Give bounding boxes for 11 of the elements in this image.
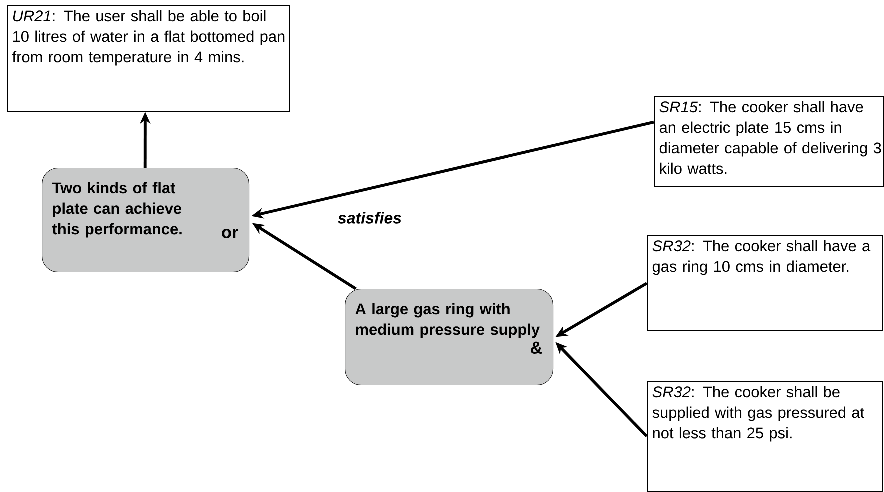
requirement-box	[7, 5, 290, 112]
goal-box: Two kinds of flat plate can achieve this performance. or	[42, 168, 250, 273]
requirement-box	[647, 381, 884, 492]
requirement-box	[654, 96, 884, 188]
requirement-text: SR32: The cooker shall be supplied with gas pressured at not less than 25 psi.	[652, 386, 864, 442]
requirement-text: UR21: The user shall be able to boil 10 litres of water in a flat bottomed pan from room temperature in 4 mins.	[12, 10, 285, 66]
requirement-box	[647, 235, 884, 332]
requirement-text: SR32: The cooker shall have a gas ring 10 cms in diameter.	[652, 240, 871, 276]
relation-label: satisfies	[338, 212, 402, 224]
goal-box: A large gas ring with medium pressure supply &	[345, 289, 554, 386]
requirement-text: SR15: The cooker shall have an electric plate 15 cms in diameter capable of delivering 3 kilo watts.	[660, 101, 882, 174]
